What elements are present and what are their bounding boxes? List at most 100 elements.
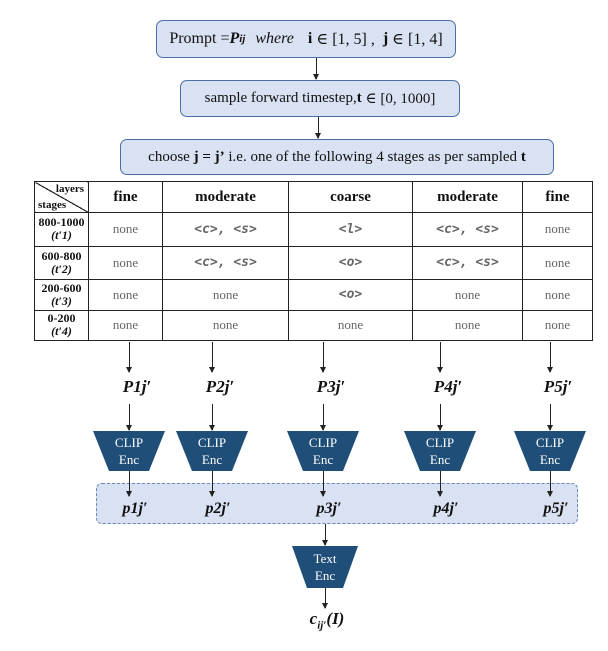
clip-encoder-shape xyxy=(404,431,476,471)
embedding-panel xyxy=(96,483,578,524)
clip-encoder: CLIP Enc xyxy=(404,431,476,471)
stage-label-cell: 200-600(t′3) xyxy=(34,279,89,311)
sample-t: t xyxy=(356,90,362,106)
sample-timestep-box: sample forward timestep, t ∈ [0, 1000] xyxy=(180,80,460,117)
embedding-label-p: p1j′ xyxy=(122,500,148,517)
arrow-clip-to-p xyxy=(320,471,326,497)
embedding-label-p: p5j′ xyxy=(543,500,569,517)
clip-encoder-shape xyxy=(514,431,586,471)
header-layer-4: moderate xyxy=(412,181,523,213)
embedding-label-p: p2j′ xyxy=(205,500,231,517)
arrow-clip-to-p xyxy=(126,471,132,497)
clip-encoder-shape xyxy=(287,431,359,471)
table-cell: none xyxy=(522,309,593,341)
arrow-table-to-P xyxy=(320,342,326,373)
table-cell: <l> xyxy=(288,212,413,247)
prompt-text: Prompt = xyxy=(169,30,230,47)
prompt-j: j xyxy=(382,30,389,47)
corner-layers-label: layers xyxy=(55,183,84,195)
clip-line2: Enc xyxy=(201,452,223,467)
choose-bold: j = j’ xyxy=(193,148,225,165)
prompt-where: where xyxy=(255,30,294,47)
arrow-table-to-P xyxy=(437,342,443,373)
table-body: 800-1000(t′1)none<c>, <s><l><c>, <s>none… xyxy=(34,212,593,341)
table-cell: none xyxy=(522,245,593,281)
output-sub: ij′ xyxy=(317,619,327,632)
prompt-i-range: ∈ [1, 5] , xyxy=(316,31,375,48)
header-layer-3: coarse xyxy=(288,181,413,213)
stage-range: 800-1000 xyxy=(38,215,85,230)
sample-range: ∈ [0, 1000] xyxy=(365,91,436,107)
sample-text: sample forward timestep, xyxy=(204,90,357,106)
stage-symbol: (t′3) xyxy=(51,293,72,308)
arrow-table-to-P xyxy=(126,342,132,373)
arrow-sample-to-choose xyxy=(315,117,321,139)
stage-range: 200-600 xyxy=(41,280,82,295)
corner-stages-label: stages xyxy=(38,199,67,211)
arrow-panel-to-text-enc xyxy=(322,524,328,546)
text-encoder-shape xyxy=(292,546,358,588)
table-cell: none xyxy=(88,212,163,247)
prompt-label-P: P4j′ xyxy=(433,377,463,396)
embedding-label-p: p4j′ xyxy=(433,500,459,517)
text-enc-line2: Enc xyxy=(314,568,336,583)
choose-stage-box: choose j = j’ i.e. one of the following … xyxy=(120,139,554,175)
arrow-table-to-P xyxy=(547,342,553,373)
stage-range: 0-200 xyxy=(47,311,76,326)
stage-label-cell: 0-200(t′4) xyxy=(34,309,89,341)
clip-line1: CLIP xyxy=(425,435,455,450)
table-cell: none xyxy=(412,309,523,341)
clip-encoder-label: CLIP Enc xyxy=(404,431,476,471)
arrow-P-to-clip xyxy=(320,404,326,431)
table-corner-cell: layers stages xyxy=(34,181,89,213)
table-cell: none xyxy=(522,279,593,311)
table-cell: none xyxy=(288,309,413,341)
table-cell: <c>, <s> xyxy=(162,245,289,281)
stage-symbol: (t′1) xyxy=(51,228,72,243)
header-layer-1: fine xyxy=(88,181,163,213)
clip-line1: CLIP xyxy=(535,435,565,450)
table-header-row: layers stages fine moderate coarse moder… xyxy=(34,181,593,213)
clip-encoder-shape xyxy=(93,431,165,471)
text-enc-line1: Text xyxy=(313,551,337,566)
prompt-P-sub: ij xyxy=(239,33,246,45)
clip-encoder-shape xyxy=(176,431,248,471)
arrow-prompt-to-sample xyxy=(313,58,319,80)
table-row: 600-800(t′2)none<c>, <s><o><c>, <s>none xyxy=(34,245,593,281)
stage-label-cell: 800-1000(t′1) xyxy=(34,212,89,247)
stage-range: 600-800 xyxy=(41,248,82,263)
clip-line2: Enc xyxy=(312,452,334,467)
prompt-label-P: P2j′ xyxy=(205,377,235,396)
table-cell: none xyxy=(88,279,163,311)
clip-line2: Enc xyxy=(429,452,451,467)
stage-symbol: (t′2) xyxy=(51,261,72,276)
table-cell: <o> xyxy=(288,245,413,281)
table-cell: <c>, <s> xyxy=(412,212,523,247)
table-cell: none xyxy=(88,309,163,341)
arrow-P-to-clip xyxy=(126,404,132,431)
table-cell: none xyxy=(162,309,289,341)
prompt-label-P: P1j′ xyxy=(122,377,152,396)
arrow-P-to-clip xyxy=(209,404,215,431)
arrow-clip-to-p xyxy=(209,471,215,497)
clip-line1: CLIP xyxy=(114,435,144,450)
prompt-i: i xyxy=(307,30,313,47)
table-row: 800-1000(t′1)none<c>, <s><l><c>, <s>none xyxy=(34,212,593,247)
arrow-P-to-clip xyxy=(437,404,443,431)
header-layer-2: moderate xyxy=(162,181,289,213)
table-cell: none xyxy=(162,279,289,311)
prompt-label-P: P5j′ xyxy=(543,377,573,396)
embedding-label-p: p3j′ xyxy=(316,500,342,517)
